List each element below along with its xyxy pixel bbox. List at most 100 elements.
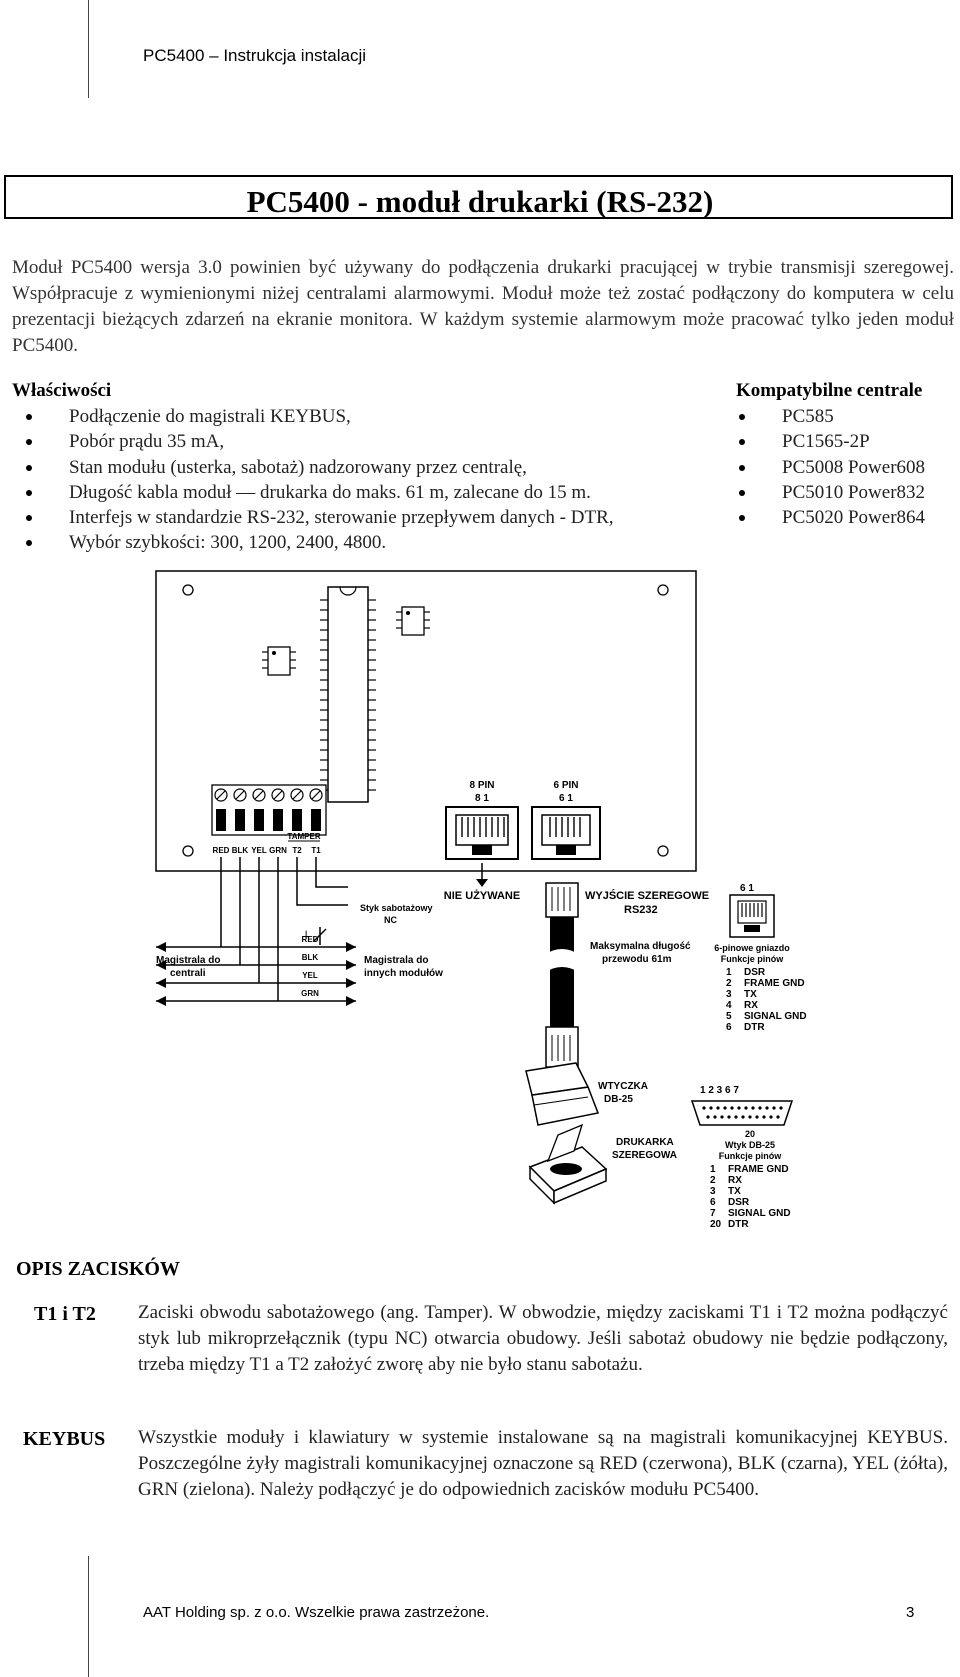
wiring-diagram: TAMPER RED BLK YEL GRN T2 T1 8 PIN 8 1 6… [155, 570, 807, 1230]
terminal-label: RED [213, 846, 230, 855]
mount-hole [657, 845, 669, 857]
socket6-pin-fn: SIGNAL GND [744, 1011, 807, 1022]
tamper-contact-symbol: ⊥ [302, 929, 310, 939]
tamper-contact-label: Styk sabotażowy [360, 903, 433, 913]
bus-to-modules-label: innych modułów [364, 968, 443, 979]
intro-paragraph: Moduł PC5400 wersja 3.0 powinien być uży… [12, 257, 954, 356]
terminal-label: T2 [292, 846, 302, 855]
bus-to-modules-label: Magistrala do [364, 955, 428, 966]
list-item: Stan modułu (usterka, sabotaż) nadzorowa… [12, 455, 712, 480]
socket6-pin-fn: FRAME GND [744, 978, 805, 989]
terminal-label: BLK [232, 846, 249, 855]
small-chip [262, 646, 296, 676]
mount-hole [182, 845, 194, 857]
terminal-label: GRN [269, 846, 287, 855]
list-item: Interfejs w standardzie RS-232, sterowan… [12, 505, 712, 530]
mount-hole [657, 584, 669, 596]
t1t2-description: Zaciski obwodu sabotażowego (ang. Tamper… [138, 1302, 948, 1375]
socket6-pin-fn: DTR [744, 1022, 765, 1033]
terminal-block [211, 784, 327, 836]
socket6-pin-num: 3 [726, 989, 732, 1000]
terminal-label: T1 [311, 846, 321, 855]
db25-pin-fn: RX [728, 1175, 742, 1186]
plug-label: DB-25 [604, 1094, 633, 1105]
keybus-description: Wszystkie moduły i klawiatury w systemie… [138, 1427, 948, 1500]
page-number: 3 [906, 1604, 915, 1621]
list-item: PC5010 Power832 [725, 480, 960, 505]
keybus-label: KEYBUS [23, 1428, 106, 1450]
socket6-pin-num: 6 [726, 1022, 732, 1033]
db25-pin-fn: TX [728, 1186, 741, 1197]
title-box [4, 175, 953, 219]
db25-pin-num: 1 [710, 1164, 716, 1175]
serial-out-label: RS232 [624, 904, 658, 916]
db25-detail [690, 1100, 794, 1126]
bus-wire-label: RED [302, 935, 319, 944]
terminals-heading: OPIS ZACISKÓW [16, 1258, 180, 1280]
small-chip [396, 606, 430, 636]
pin6-label: 6 PIN [553, 780, 578, 791]
mount-hole [182, 584, 194, 596]
list-item: PC1565-2P [725, 429, 960, 454]
db25-pin-fn: SIGNAL GND [728, 1208, 791, 1219]
header-divider [88, 0, 89, 98]
rj12-socket [531, 806, 601, 860]
serial-out-label: WYJŚCIE SZEREGOWE [585, 889, 709, 902]
pin8-label: 8 PIN [469, 780, 494, 791]
properties-list: Podłączenie do magistrali KEYBUS, Pobór … [12, 404, 712, 556]
max-length-label: przewodu 61m [602, 954, 672, 965]
not-used-label: NIE UŻYWANE [444, 889, 520, 902]
footer-text: AAT Holding sp. z o.o. Wszelkie prawa za… [143, 1604, 490, 1621]
socket6-detail [729, 894, 775, 938]
list-item: PC585 [725, 404, 960, 429]
list-item: Długość kabla moduł — drukarka do maks. … [12, 480, 712, 505]
list-item: PC5008 Power608 [725, 455, 960, 480]
db25-top-numbers: 1 2 3 6 7 [700, 1085, 739, 1096]
socket6-pin-fn: TX [744, 989, 757, 1000]
bus-to-panel-label: Magistrala do [156, 955, 220, 966]
db25-pin-fn: DTR [728, 1219, 749, 1230]
list-item: Pobór prądu 35 mA, [12, 429, 712, 454]
list-item: Podłączenie do magistrali KEYBUS, [12, 404, 712, 429]
compatible-heading: Kompatybilne centrale [736, 380, 923, 401]
socket6-title: Funkcje pinów [721, 954, 785, 964]
list-item: PC5020 Power864 [725, 505, 960, 530]
socket6-title: 6-pinowe gniazdo [714, 943, 790, 953]
db25-pin-num: 20 [710, 1219, 722, 1230]
main-chip [320, 586, 376, 803]
db25-pin-num: 2 [710, 1175, 716, 1186]
db25-plug [525, 1062, 600, 1126]
t1t2-label: T1 i T2 [34, 1303, 96, 1325]
socket6-pin-num: 1 [726, 967, 732, 978]
max-length-label: Maksymalna długość [590, 941, 691, 952]
tamper-label: TAMPER [287, 832, 320, 841]
properties-heading: Właściwości [12, 380, 112, 401]
printer-label: DRUKARKA [616, 1137, 674, 1148]
bus-to-panel-label: centrali [170, 968, 206, 979]
socket6-pin-fn: DSR [744, 967, 766, 978]
db25-pin-num: 7 [710, 1208, 716, 1219]
socket6-pin-num: 4 [726, 1000, 732, 1011]
pin8-numbers: 8 1 [475, 793, 489, 804]
printer-icon [528, 1123, 608, 1205]
terminal-label: YEL [251, 846, 267, 855]
db25-pin-fn: FRAME GND [728, 1164, 789, 1175]
page-header: PC5400 – Instrukcja instalacji [143, 46, 367, 65]
db25-title: Funkcje pinów [719, 1151, 783, 1161]
bus-wire-label: BLK [302, 953, 319, 962]
socket6-numbers: 6 1 [740, 883, 754, 894]
bus-wire-label: GRN [301, 989, 319, 998]
pin6-numbers: 6 1 [559, 793, 573, 804]
db25-pin-fn: DSR [728, 1197, 750, 1208]
printer-label: SZEREGOWA [612, 1150, 677, 1161]
page-title: PC5400 - moduł drukarki (RS-232) [246, 184, 714, 219]
db25-pin-num: 6 [710, 1197, 716, 1208]
db25-pin-num: 3 [710, 1186, 716, 1197]
compatible-list: PC585 PC1565-2P PC5008 Power608 PC5010 P… [725, 404, 960, 530]
list-item: Wybór szybkości: 300, 1200, 2400, 4800. [12, 530, 712, 555]
socket6-pin-num: 5 [726, 1011, 732, 1022]
bus-wire-label: YEL [302, 971, 318, 980]
db25-pin20: 20 [745, 1129, 755, 1139]
serial-cable [544, 882, 580, 1085]
plug-label: WTYCZKA [598, 1081, 648, 1092]
